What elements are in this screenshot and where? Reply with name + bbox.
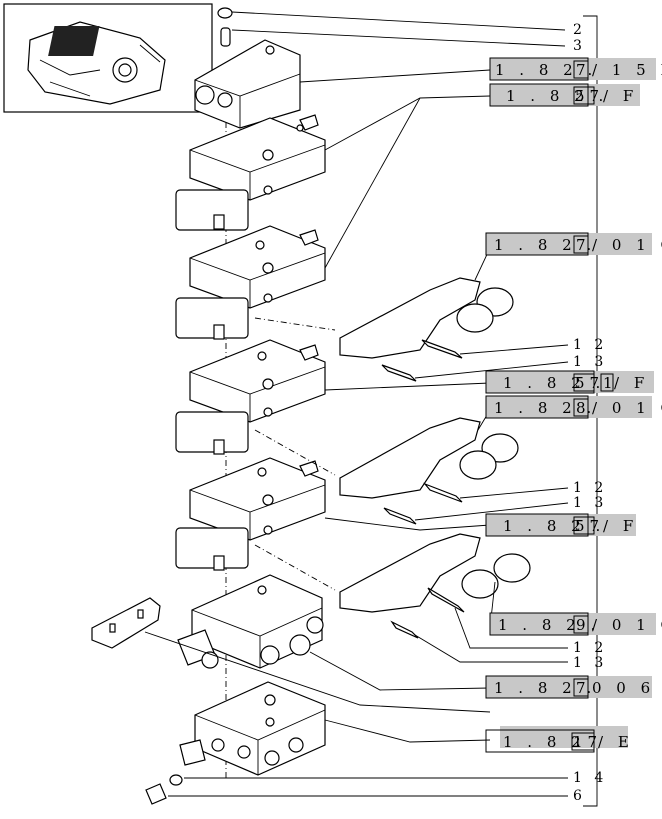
- coupler-assembly-2: [339, 417, 519, 525]
- svg-text:17: 17: [573, 733, 602, 751]
- reference-label-6[interactable]: 1 . 8 2 . 57 / F: [485, 513, 638, 537]
- svg-text:/ F: / F: [614, 374, 649, 392]
- top-cover-block: [194, 39, 301, 129]
- svg-text:/ 0 1 C: / 0 1 C: [592, 236, 662, 254]
- valve-section-3: [175, 339, 326, 455]
- callout-12: 1 2: [573, 337, 607, 353]
- valve-section-1: [175, 114, 326, 231]
- svg-text:57: 57: [575, 374, 604, 392]
- reference-label-8[interactable]: 1 . 8 2 . 7 0 0 6 C: [485, 675, 662, 699]
- svg-text:1: 1: [603, 374, 618, 392]
- svg-text:57: 57: [575, 517, 604, 535]
- reference-label-4[interactable]: 1 . 8 2 . 57 1 / F: [485, 370, 654, 394]
- svg-text:1 . 8 2 .: 1 . 8 2 .: [498, 616, 600, 634]
- side-bracket-plate: [91, 597, 161, 649]
- valve-section-4: [175, 457, 326, 571]
- pin-part-2: [217, 7, 233, 47]
- svg-text:1 . 8 2: 1 . 8 2: [503, 733, 586, 751]
- coupler-assembly-1: [339, 277, 514, 382]
- callout-14: 1 4: [573, 770, 607, 786]
- callout-12: 1 2: [573, 640, 607, 656]
- svg-text:9: 9: [576, 616, 591, 634]
- svg-text:0 0 6 C: 0 0 6 C: [592, 679, 662, 697]
- callout-13: 1 3: [573, 655, 607, 671]
- svg-text:/ F: / F: [603, 517, 638, 535]
- svg-text:1 . 8 2 .: 1 . 8 2 .: [494, 679, 596, 697]
- svg-text:7: 7: [576, 236, 591, 254]
- bottom-end-block: [179, 681, 326, 776]
- svg-text:1 . 8 2 .: 1 . 8 2 .: [503, 517, 605, 535]
- callout-12: 1 2: [573, 480, 607, 496]
- svg-text:1 . 8 2 .: 1 . 8 2 .: [506, 87, 608, 105]
- svg-text:57: 57: [575, 87, 604, 105]
- svg-text:/ E: / E: [598, 733, 634, 751]
- axis-link-3: [254, 544, 336, 591]
- svg-text:/ 1 5 B: / 1 5 B: [592, 61, 662, 79]
- valve-section-5: [177, 574, 324, 669]
- svg-text:7: 7: [576, 679, 591, 697]
- svg-text:1 . 8 2 .: 1 . 8 2 .: [494, 236, 596, 254]
- coupler-assembly-3: [339, 533, 531, 639]
- callout-13: 1 3: [573, 495, 607, 511]
- svg-text:1 . 8 2 .: 1 . 8 2 .: [494, 399, 596, 417]
- svg-text:1 . 8 2 .: 1 . 8 2 .: [503, 374, 605, 392]
- reference-label-9[interactable]: 1 . 8 2 17 / E: [485, 726, 634, 753]
- callout-6: 6: [573, 788, 586, 804]
- axis-link-2: [254, 429, 336, 476]
- leader-lines: [144, 11, 569, 797]
- seal-and-plug: [145, 774, 183, 805]
- svg-text:/ F: / F: [603, 87, 638, 105]
- svg-text:7: 7: [576, 61, 591, 79]
- svg-text:/ 0 1 C: / 0 1 C: [592, 399, 662, 417]
- svg-text:/ 0 1 C: / 0 1 C: [592, 616, 662, 634]
- reference-label-3[interactable]: 1 . 8 2 . 7 / 0 1 C: [485, 232, 662, 256]
- svg-text:8: 8: [576, 399, 591, 417]
- reference-label-7[interactable]: 1 . 8 2 . 9 / 0 1 C: [489, 612, 662, 636]
- reference-label-1[interactable]: 1 . 8 2 . 7 / 1 5 B: [489, 57, 662, 81]
- valve-section-2: [175, 225, 326, 340]
- axis-link-1: [254, 317, 336, 331]
- callout-13: 1 3: [573, 354, 607, 370]
- svg-text:1 . 8 2 .: 1 . 8 2 .: [495, 61, 597, 79]
- reference-label-5[interactable]: 1 . 8 2 . 8 / 0 1 C: [485, 395, 662, 419]
- callout-2: 2: [573, 22, 586, 38]
- callout-3: 3: [573, 38, 586, 54]
- overview-thumbnail: [3, 3, 213, 113]
- reference-label-2[interactable]: 1 . 8 2 . 57 / F: [489, 83, 640, 107]
